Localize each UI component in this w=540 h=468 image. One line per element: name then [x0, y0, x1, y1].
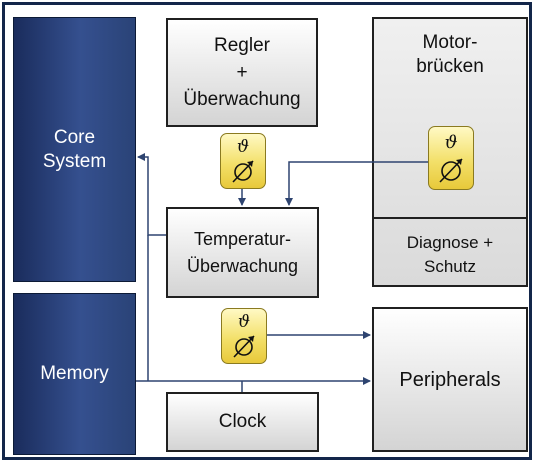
motorbruecken-label: Motor- brücken: [416, 32, 484, 77]
thermometer-sensor-icon: ϑ: [220, 133, 266, 189]
peripherals-block: Peripherals: [372, 307, 528, 452]
theta-symbol: ϑ: [444, 132, 458, 153]
memory-block: Memory: [13, 293, 136, 455]
theta-symbol: ϑ: [237, 312, 251, 332]
diagnose-schutz-label: Diagnose + Schutz: [406, 233, 494, 276]
theta-symbol: ϑ: [236, 137, 250, 157]
wire-temperatur-to-core: [137, 153, 166, 236]
wire-sensor2-to-temperatur: [285, 161, 428, 206]
sensor-dial-icon: [439, 158, 463, 183]
regler-ueberwachung-block: Regler + Überwachung: [166, 18, 318, 127]
thermometer-sensor-icon: ϑ: [221, 308, 267, 364]
sensor-dial-icon: [233, 335, 255, 358]
thermometer-sensor-icon: ϑ: [428, 126, 474, 190]
motorbruecken-divider: [374, 217, 526, 219]
sensor-dial-icon: [232, 160, 254, 183]
temperatur-ueberwachung-block: Temperatur- Überwachung: [166, 207, 319, 298]
clock-block: Clock: [166, 392, 319, 452]
core-system-block: Core System: [13, 17, 136, 282]
